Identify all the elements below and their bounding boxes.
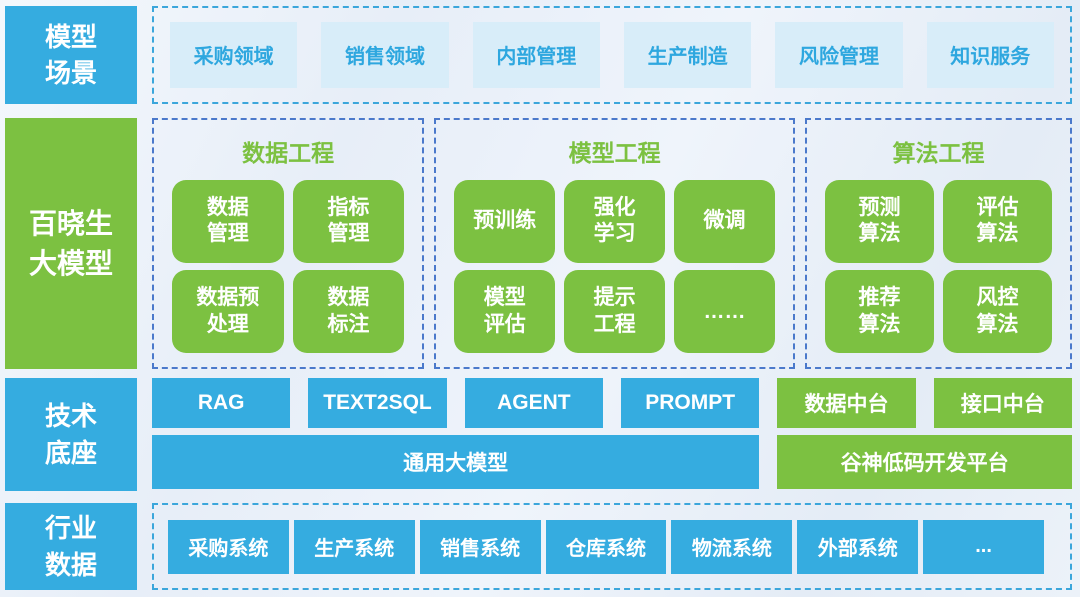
system-box-external: 外部系统: [797, 519, 919, 574]
row-model-scenarios: 模型 场景 采购领域 销售领域 内部管理 生产制造 风险管理 知识服务: [5, 6, 1072, 104]
group-title-data-engineering: 数据工程: [242, 139, 335, 166]
tech-box-data-middle-platform: 数据中台: [777, 378, 916, 429]
row-baixiaosheng-model: 百晓生 大模型 数据工程 数据 管理 指标 管理 数据预 处理 数据 标注 模型…: [5, 117, 1072, 370]
pill-data-management: 数据 管理: [172, 179, 284, 264]
scenario-chip-risk-management: 风险管理: [775, 21, 903, 88]
pill-ellipsis: ……: [674, 270, 775, 354]
model-engineering-pills: 预训练 强化 学习 微调 模型 评估 提示 工程 ……: [454, 179, 775, 354]
group-algorithm-engineering: 算法工程 预测 算法 评估 算法 推荐 算法 风控 算法: [804, 117, 1072, 370]
row-label-model-scenarios: 模型 场景: [5, 6, 137, 104]
pill-model-evaluation: 模型 评估: [454, 270, 556, 354]
pill-prompt-engineering: 提示 工程: [564, 270, 666, 354]
row-label-baixiaosheng-model: 百晓生 大模型: [5, 117, 137, 370]
system-box-production: 生产系统: [293, 519, 415, 574]
group-data-engineering: 数据工程 数据 管理 指标 管理 数据预 处理 数据 标注: [152, 117, 425, 370]
tech-box-interface-middle-platform: 接口中台: [933, 378, 1072, 429]
pill-recommendation-algorithm: 推荐 算法: [824, 270, 934, 354]
system-box-procurement: 采购系统: [168, 519, 289, 574]
row-industry-data: 行业 数据 采购系统 生产系统 销售系统 仓库系统 物流系统 外部系统 ...: [5, 503, 1072, 591]
pill-data-labeling: 数据 标注: [292, 270, 405, 354]
scenario-band: 采购领域 销售领域 内部管理 生产制造 风险管理 知识服务: [152, 6, 1072, 104]
group-model-engineering: 模型工程 预训练 强化 学习 微调 模型 评估 提示 工程 ……: [434, 117, 795, 370]
group-title-model-engineering: 模型工程: [568, 139, 661, 166]
tech-box-general-large-model: 通用大模型: [152, 435, 760, 490]
pill-pretraining: 预训练: [454, 179, 556, 264]
pill-metric-management: 指标 管理: [292, 179, 405, 264]
pill-fine-tuning: 微调: [674, 179, 775, 264]
algorithm-engineering-pills: 预测 算法 评估 算法 推荐 算法 风控 算法: [824, 179, 1052, 354]
system-box-logistics: 物流系统: [671, 519, 793, 574]
pill-prediction-algorithm: 预测 算法: [824, 179, 934, 264]
engineering-groups: 数据工程 数据 管理 指标 管理 数据预 处理 数据 标注 模型工程 预训练 强…: [152, 117, 1072, 370]
group-title-algorithm-engineering: 算法工程: [892, 139, 985, 166]
tech-grid: RAG TEXT2SQL AGENT PROMPT 数据中台 接口中台 通用大模…: [152, 378, 1072, 491]
row-label-tech-base: 技术 底座: [5, 378, 137, 492]
system-box-warehouse: 仓库系统: [545, 519, 667, 574]
row-label-industry-data: 行业 数据: [5, 503, 137, 591]
row-tech-base: 技术 底座 RAG TEXT2SQL AGENT PROMPT 数据中台 接口中…: [5, 378, 1072, 492]
data-engineering-pills: 数据 管理 指标 管理 数据预 处理 数据 标注: [172, 179, 405, 354]
scenario-chip-internal-management: 内部管理: [472, 21, 600, 88]
industry-data-band: 采购系统 生产系统 销售系统 仓库系统 物流系统 外部系统 ...: [152, 503, 1072, 591]
scenario-chip-knowledge-service: 知识服务: [926, 21, 1054, 88]
system-box-sales: 销售系统: [419, 519, 541, 574]
tech-box-rag: RAG: [152, 378, 291, 429]
system-box-ellipsis: ...: [923, 519, 1045, 574]
tech-box-prompt: PROMPT: [620, 378, 760, 429]
tech-box-gushen-lowcode-platform: 谷神低码开发平台: [777, 435, 1072, 490]
pill-reinforcement-learning: 强化 学习: [564, 179, 666, 264]
scenario-chip-procurement: 采购领域: [170, 21, 298, 88]
pill-data-preprocessing: 数据预 处理: [172, 270, 284, 354]
pill-risk-control-algorithm: 风控 算法: [942, 270, 1052, 354]
tech-box-text2sql: TEXT2SQL: [308, 378, 447, 429]
scenario-chip-sales: 销售领域: [321, 21, 449, 88]
pill-evaluation-algorithm: 评估 算法: [942, 179, 1052, 264]
tech-box-agent: AGENT: [464, 378, 603, 429]
scenario-chip-manufacturing: 生产制造: [623, 21, 752, 88]
